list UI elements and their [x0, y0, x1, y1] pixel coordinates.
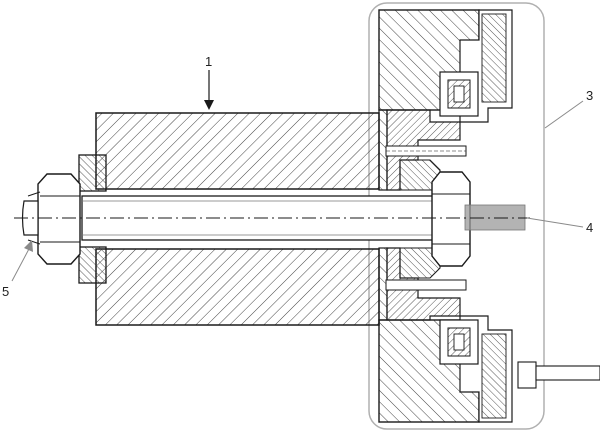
right-panel-lower-inset: [481, 333, 507, 419]
bearing-lower-core: [453, 333, 465, 351]
right-panel-upper-inset: [481, 13, 507, 103]
label-part-4: 4: [586, 220, 593, 235]
pin-lower: [385, 279, 467, 291]
leader-5-arrow: [24, 240, 33, 252]
left-hex-nut: [37, 173, 81, 265]
washer-upper: [78, 154, 107, 192]
right-hex-nut: [431, 171, 471, 267]
leader-3: [544, 100, 584, 129]
cable-fitting: [517, 361, 537, 389]
inner-flange-upper: [386, 109, 461, 191]
washer-lower: [78, 246, 107, 284]
bolt-end-chamfer: [27, 191, 41, 245]
cable: [535, 365, 600, 381]
leader-5: [11, 246, 31, 282]
leader-1-arrow: [204, 100, 214, 110]
main-block-upper: [95, 112, 380, 190]
label-part-5: 5: [2, 284, 9, 299]
label-part-1: 1: [205, 54, 212, 69]
bearing-upper-core: [453, 85, 465, 103]
bolt-end: [21, 200, 39, 236]
label-part-3: 3: [586, 88, 593, 103]
leader-4: [526, 217, 584, 228]
main-block-lower: [95, 248, 380, 326]
